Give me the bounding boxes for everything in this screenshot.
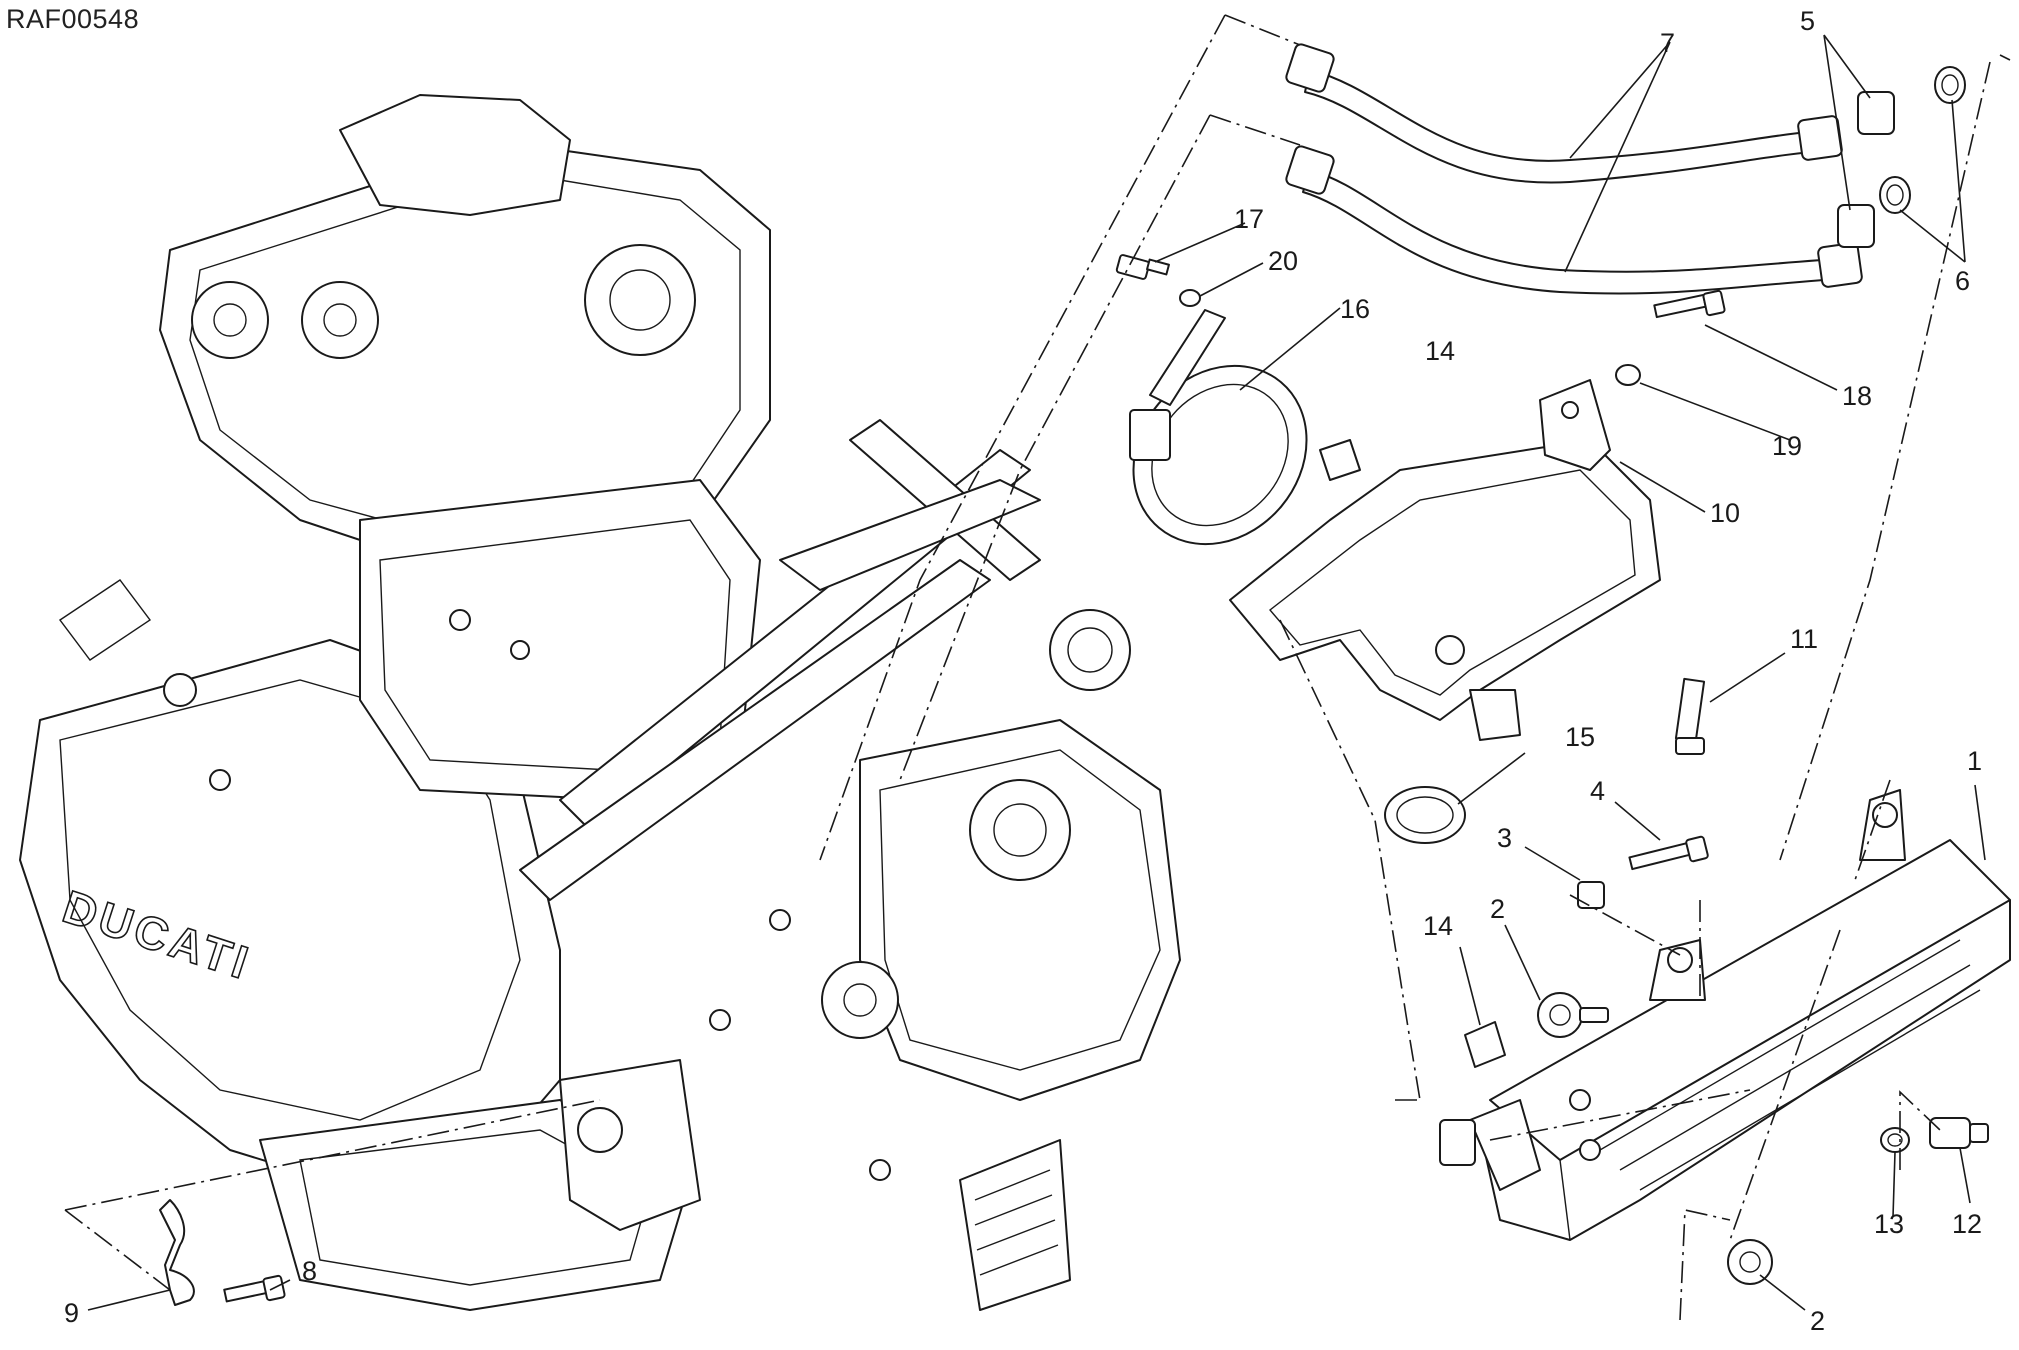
callout-labels: 1 2 2 3 4 5 6 7 8 9 10 11 12 13 14 14 15… [64,6,1982,1336]
callout-17: 17 [1234,204,1264,234]
screw-11 [1674,677,1706,755]
callout-8: 8 [302,1256,317,1286]
screw-2-lower [1727,1239,1773,1285]
seals-6 [1879,66,1966,214]
callout-16: 16 [1340,294,1370,324]
callout-7: 7 [1660,28,1675,58]
callout-12: 12 [1952,1209,1982,1239]
callout-6: 6 [1955,266,1970,296]
screw-17 [1115,254,1170,280]
callout-10: 10 [1710,498,1740,528]
callout-13: 13 [1874,1209,1904,1239]
washer-19 [1615,364,1641,386]
fittings-5 [1837,91,1895,248]
drawing-code: RAF00548 [6,4,140,34]
callout-5: 5 [1800,6,1815,36]
seal-13 [1880,1127,1910,1153]
clamp-15 [1384,786,1466,844]
oil-pipes [1285,43,1863,295]
callout-1: 1 [1967,746,1982,776]
callout-20: 20 [1268,246,1298,276]
callout-2-lower: 2 [1810,1306,1825,1336]
callout-9: 9 [64,1298,79,1328]
screw-2-upper [1537,992,1609,1038]
assembly-lines [64,14,2011,1321]
screw-18 [1653,289,1726,319]
screw-8 [223,1274,286,1303]
callout-4: 4 [1590,776,1605,806]
callout-3: 3 [1497,823,1512,853]
clip-14-upper [1319,439,1361,481]
callout-18: 18 [1842,381,1872,411]
callout-2-upper: 2 [1490,894,1505,924]
clip-14-lower [1464,1021,1506,1068]
horn-16 [1129,309,1308,546]
callout-14-upper: 14 [1425,336,1455,366]
callout-14-lower: 14 [1423,911,1453,941]
oil-cooler-1 [1439,789,2011,1241]
leader-lines [87,34,1986,1311]
callout-11: 11 [1790,624,1818,654]
callout-19: 19 [1772,431,1802,461]
screw-4 [1628,835,1709,871]
clip-9 [159,1199,195,1306]
support-bracket-10 [1229,379,1661,741]
spacer-3 [1577,881,1605,909]
engine-assembly: DUCATI [19,94,1181,1311]
callout-15: 15 [1565,722,1595,752]
washer-20 [1179,289,1201,307]
plug-12 [1929,1117,1989,1149]
